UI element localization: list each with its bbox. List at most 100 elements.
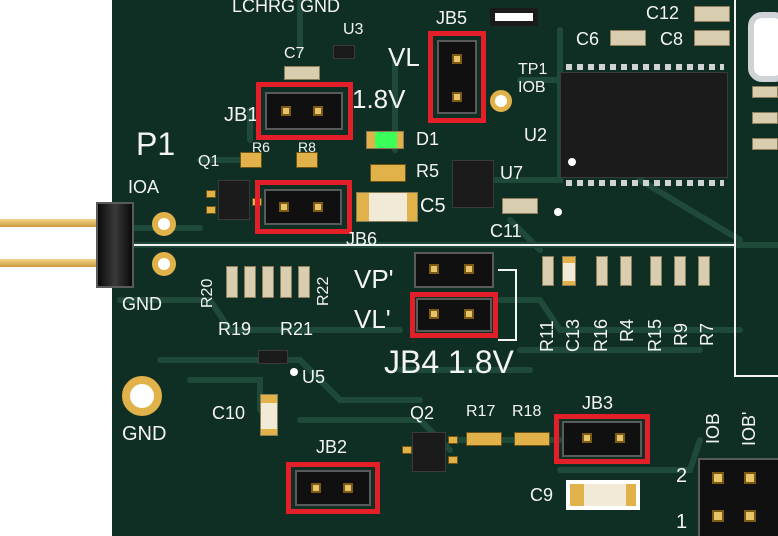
r5-label: R5 <box>416 161 440 181</box>
c13-capacitor <box>562 256 576 286</box>
lchrg-gnd-label: LCHRG GND <box>232 0 341 16</box>
c5-capacitor <box>356 192 418 222</box>
edge-smd-2 <box>752 112 778 124</box>
p1-gnd-pad <box>152 252 176 276</box>
jb2-pin1 <box>311 483 321 493</box>
jb3-label: JB3 <box>582 393 614 413</box>
jb3-jumper <box>562 421 642 457</box>
u2-chip <box>560 72 728 178</box>
jb2-pin2 <box>343 483 353 493</box>
jb3-highlight <box>554 414 650 464</box>
edge-connector-part <box>748 12 778 82</box>
jb6-label: JB6 <box>346 229 378 249</box>
c5-label: C5 <box>420 195 446 217</box>
q2-label: Q2 <box>410 403 435 423</box>
jb5-jumper <box>437 40 477 114</box>
jb2-jumper <box>295 470 371 506</box>
iob-header <box>698 458 778 536</box>
iob-pin-b <box>744 472 756 484</box>
vl-label: VL' <box>354 304 391 334</box>
resistor-bank-3 <box>262 266 274 298</box>
pin1-label: 1 <box>676 511 688 533</box>
u5-label: U5 <box>302 367 326 387</box>
c11-label: C11 <box>490 221 522 241</box>
c7-label: C7 <box>284 45 305 62</box>
iob-prime-connector-label: IOB' <box>739 411 759 446</box>
q1-pad-b <box>206 206 216 214</box>
pin2-label: 2 <box>676 465 688 487</box>
q1-transistor <box>218 180 250 220</box>
r6-label: R6 <box>252 139 270 155</box>
jb2-label: JB2 <box>316 437 348 457</box>
jb4-lower-pin1 <box>429 309 439 319</box>
vp-label: VP' <box>354 264 394 294</box>
jb3-pin2 <box>615 433 625 443</box>
r20-resistor <box>226 266 238 298</box>
tp1-iob-label: IOB <box>518 79 546 96</box>
c10-label: C10 <box>212 403 246 423</box>
r20-label: R20 <box>199 278 216 308</box>
r5-resistor <box>370 164 406 182</box>
jb1-label: JB1 <box>224 104 259 126</box>
c11-capacitor <box>502 198 538 214</box>
c10-capacitor <box>260 394 278 436</box>
q2-pad-a <box>402 446 412 454</box>
r7-resistor <box>698 256 710 286</box>
iob-pin-a <box>712 472 724 484</box>
v18-top-label: 1.8V <box>352 84 406 114</box>
p1-ioa-label: IOA <box>128 177 160 197</box>
r9-label: R9 <box>671 322 691 346</box>
jb6-jumper <box>264 189 342 225</box>
u7-chip <box>452 160 494 208</box>
jb4-highlight <box>410 292 498 338</box>
jb6-pin1 <box>279 202 289 212</box>
u2-pin1-dot <box>568 158 576 166</box>
r9-resistor <box>674 256 686 286</box>
r22-label: R22 <box>315 276 332 306</box>
r8-label: R8 <box>298 139 316 155</box>
jb1-pin1 <box>281 106 291 116</box>
jb5-highlight <box>428 31 486 123</box>
resistor-bank-4 <box>280 266 292 298</box>
iob-pin-d <box>744 510 756 522</box>
r15-label: R15 <box>645 318 665 352</box>
r21-label: R21 <box>280 319 314 339</box>
q1-pad-a <box>206 190 216 198</box>
vl-top-label: VL <box>388 42 420 72</box>
q1-label: Q1 <box>198 153 220 170</box>
jb4-upper-pin2 <box>464 264 474 274</box>
jb4-label: JB4 1.8V <box>384 344 514 380</box>
jb5-label: JB5 <box>436 8 468 28</box>
jb5-pin2 <box>452 92 462 102</box>
tp1-pad <box>490 90 512 112</box>
c9-label: C9 <box>530 485 554 505</box>
q2-transistor <box>412 432 446 472</box>
r7-label: R7 <box>697 322 717 346</box>
u2-pins-bottom <box>566 180 724 186</box>
c12-label: C12 <box>646 3 680 23</box>
iob-pin-c <box>712 510 724 522</box>
jb1-jumper <box>265 92 343 130</box>
header-lead-lower <box>0 259 105 267</box>
jb6-pin2 <box>313 202 323 212</box>
r11-resistor <box>542 256 554 286</box>
p1-label: P1 <box>136 126 176 162</box>
jb4-lower-jumper <box>416 298 492 332</box>
p1-header-housing <box>96 202 134 288</box>
c9-capacitor <box>566 480 640 510</box>
jb3-pin1 <box>582 433 592 443</box>
u3-label: U3 <box>343 21 364 38</box>
jb2-highlight <box>286 462 380 514</box>
jb4-upper-pin1 <box>429 264 439 274</box>
c12-capacitor <box>694 6 730 22</box>
p1-ioa-pad <box>152 212 176 236</box>
tp1-label: TP1 <box>518 61 548 78</box>
gnd-test-pad-label: GND <box>122 423 167 445</box>
r16-label: R16 <box>591 318 611 352</box>
r15-resistor <box>650 256 662 286</box>
r22-resistor <box>298 266 310 298</box>
u3-chip <box>333 45 355 59</box>
c7-capacitor <box>284 66 320 80</box>
gnd-test-pad <box>122 376 162 416</box>
edge-smd-1 <box>752 86 778 98</box>
